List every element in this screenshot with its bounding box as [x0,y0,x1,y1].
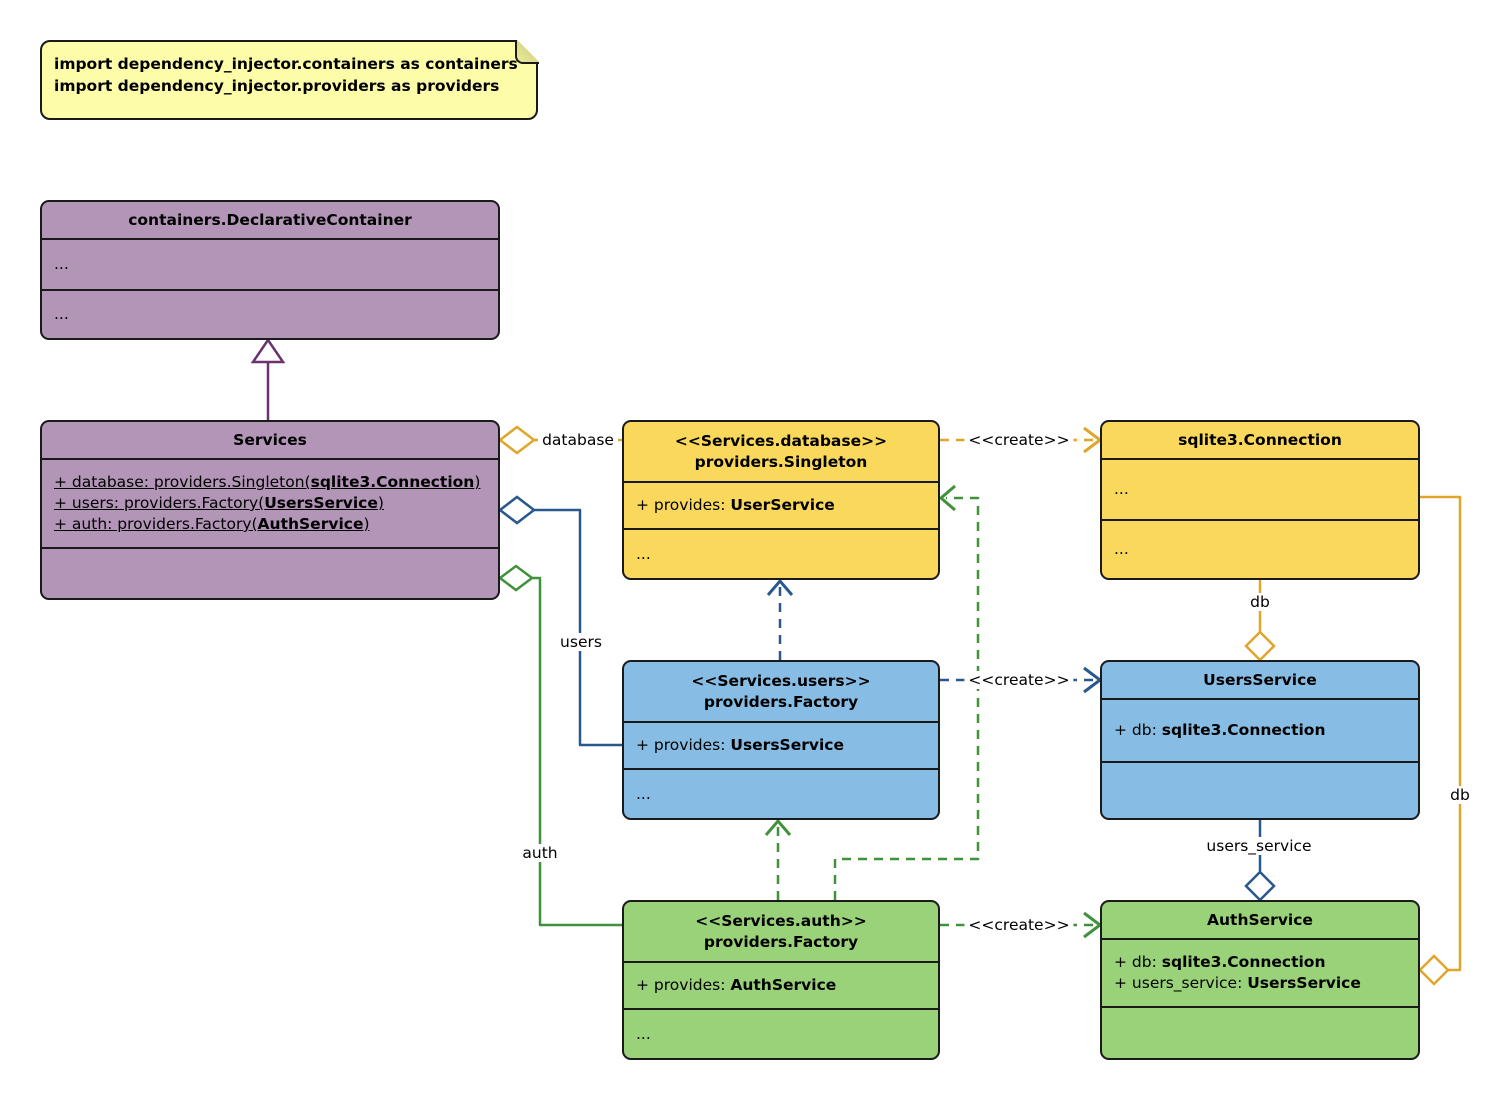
edge-label-db-auth: db [1446,786,1474,804]
ellipsis-text: ... [54,255,69,273]
class-section: ... [624,1008,938,1058]
aggregation-diamond-db-auth-icon [1418,954,1450,986]
class-attributes: + db: sqlite3.Connection [1102,698,1418,761]
attribute-provides: + provides: UserService [636,496,835,514]
edge-services-auth [532,576,622,927]
aggregation-diamond-auth-icon [497,564,535,592]
note-fold-icon [514,39,539,64]
class-singleton-provider: <<Services.database>> providers.Singleto… [622,420,940,580]
class-declarative-container: containers.DeclarativeContainer ... ... [40,200,500,340]
inheritance-triangle-icon [250,337,286,364]
class-title: <<Services.database>> providers.Singleto… [624,422,938,481]
imports-note: import dependency_injector.containers as… [40,39,539,120]
ellipsis-text: ... [636,544,651,563]
edge-services-users [534,508,622,747]
aggregation-diamond-database-icon [497,425,537,455]
attribute-users-service: + users_service: UsersService [1114,974,1361,992]
class-section: ... [42,238,498,289]
attribute-auth: + auth: providers.Factory(AuthService) [54,515,370,533]
class-attributes: + provides: AuthService [624,961,938,1008]
class-title: sqlite3.Connection [1178,430,1342,449]
ellipsis-text: ... [636,1024,651,1043]
class-section: ... [624,528,938,578]
class-sqlite3-connection: sqlite3.Connection ... ... [1100,420,1420,580]
class-title: <<Services.auth>> providers.Factory [624,902,938,961]
arrowhead-users-factory-singleton-icon [766,578,794,596]
class-attributes: + provides: UsersService [624,721,938,768]
class-auth-factory: <<Services.auth>> providers.Factory + pr… [622,900,940,1060]
arrowhead-create-auth-service-icon [1083,911,1103,939]
edge-label-create-database: <<create>> [964,431,1074,449]
ellipsis-text: ... [1114,540,1129,558]
class-name: providers.Singleton [694,452,868,471]
note-line: import dependency_injector.providers as … [54,77,500,95]
arrowhead-auth-factory-singleton-icon [938,484,956,512]
edge-label-create-auth: <<create>> [964,916,1074,934]
aggregation-diamond-users-icon [497,495,537,525]
edge-label-database: database [538,431,618,449]
aggregation-diamond-db-users-icon [1244,630,1276,662]
class-attributes: + database: providers.Singleton(sqlite3.… [42,458,498,547]
class-title: containers.DeclarativeContainer [128,210,412,229]
class-title: Services [233,430,307,449]
attribute-users: + users: providers.Factory(UsersService) [54,494,384,512]
edge-label-users-service: users_service [1202,837,1316,855]
arrowhead-auth-factory-users-factory-icon [764,818,792,836]
class-name: providers.Factory [703,692,859,711]
class-users-factory: <<Services.users>> providers.Factory + p… [622,660,940,820]
class-stereotype: <<Services.users>> [691,671,871,690]
edge-label-db-users: db [1246,593,1274,611]
attribute-db: + db: sqlite3.Connection [1114,953,1326,971]
class-section-empty [1102,761,1418,818]
aggregation-diamond-users-service-icon [1244,870,1276,902]
attribute-provides: + provides: UsersService [636,736,844,754]
class-auth-service: AuthService + db: sqlite3.Connection + u… [1100,900,1420,1060]
class-name: providers.Factory [703,932,859,951]
edge-label-create-users: <<create>> [964,671,1074,689]
class-title: UsersService [1203,670,1317,689]
class-stereotype: <<Services.database>> [674,431,888,450]
note-line: import dependency_injector.containers as… [54,55,518,73]
class-section-empty [42,547,498,598]
class-services: Services + database: providers.Singleton… [40,420,500,600]
class-section: ... [1102,519,1418,578]
edge-label-users: users [556,633,606,651]
class-section: ... [1102,458,1418,519]
arrowhead-create-connection-icon [1083,426,1103,454]
class-section: ... [624,768,938,818]
class-stereotype: <<Services.auth>> [695,911,867,930]
arrowhead-create-users-service-icon [1083,666,1103,694]
ellipsis-text: ... [54,305,69,323]
class-attributes: + provides: UserService [624,481,938,528]
class-section-empty [1102,1006,1418,1058]
class-section: ... [42,289,498,338]
attribute-db: + db: sqlite3.Connection [1114,721,1326,739]
attribute-database: + database: providers.Singleton(sqlite3.… [54,473,481,491]
attribute-provides: + provides: AuthService [636,976,837,994]
edge-connection-auth-service-db [1420,495,1462,972]
ellipsis-text: ... [636,784,651,803]
class-users-service: UsersService + db: sqlite3.Connection [1100,660,1420,820]
ellipsis-text: ... [1114,480,1129,498]
class-title: <<Services.users>> providers.Factory [624,662,938,721]
class-title: AuthService [1207,910,1313,929]
edge-label-auth: auth [518,844,562,862]
class-attributes: + db: sqlite3.Connection + users_service… [1102,938,1418,1006]
